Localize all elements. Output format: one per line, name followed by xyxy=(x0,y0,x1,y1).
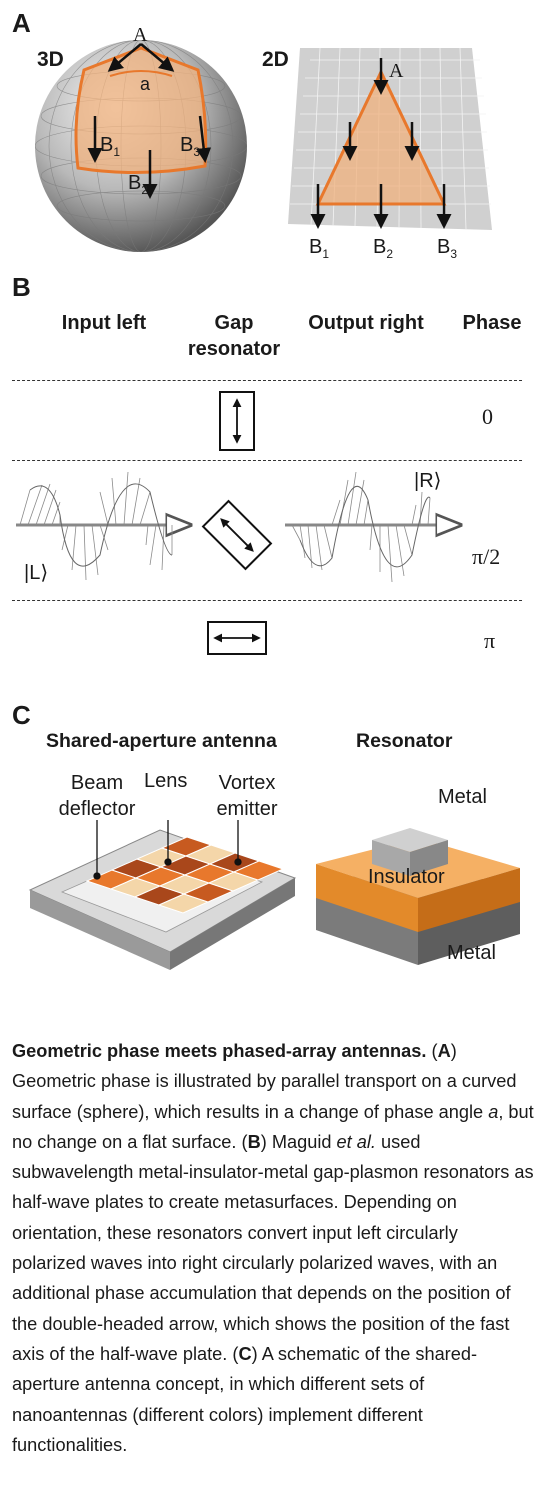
flat-label-b2: B2 xyxy=(373,236,394,261)
beam-deflector-label: Beam deflector xyxy=(58,772,136,820)
caption-title: Geometric phase meets phased-array anten… xyxy=(12,1041,427,1061)
right-polarized-wave xyxy=(285,471,460,583)
vortex-emitter-label: Vortex emitter xyxy=(216,772,278,820)
sphere-angle-label: a xyxy=(140,74,151,94)
flat-grid xyxy=(288,47,492,230)
flat-label-a: A xyxy=(389,60,404,82)
resonator-stack xyxy=(316,828,520,965)
resonator-vertical xyxy=(219,391,255,451)
resonator-diagonal xyxy=(201,499,273,571)
lens-label: Lens xyxy=(144,770,188,792)
sphere-label-a: A xyxy=(133,24,148,46)
leader-lines xyxy=(93,820,242,880)
left-state-label: |L⟩ xyxy=(24,562,49,584)
panel-b-letter: B xyxy=(12,272,31,302)
resonator-title: Resonator xyxy=(356,730,453,752)
row-divider xyxy=(12,460,522,461)
phase-value-0: 0 xyxy=(482,404,493,429)
sphere-label-b2: B2 xyxy=(128,172,149,197)
sphere-label-b1: B1 xyxy=(100,134,121,159)
figure-caption: Geometric phase meets phased-array anten… xyxy=(12,1041,534,1455)
antenna-title: Shared-aperture antenna xyxy=(46,730,277,752)
phase-value-pi-half: π/2 xyxy=(472,544,501,569)
phase-value-pi: π xyxy=(484,628,496,653)
flat-label-b1: B1 xyxy=(309,236,330,261)
panel-c-letter: C xyxy=(12,700,31,730)
resonator-horizontal xyxy=(207,621,267,655)
column-header-output: Output right xyxy=(308,312,424,334)
panel-b-figure xyxy=(16,391,541,655)
sphere-label-b3: B3 xyxy=(180,134,201,159)
right-state-label: |R⟩ xyxy=(414,470,442,492)
column-header-input: Input left xyxy=(61,312,147,334)
flat-label-b3: B3 xyxy=(437,236,458,261)
panel-a-figure xyxy=(35,40,492,252)
metal-top-label: Metal xyxy=(438,786,487,808)
left-polarized-wave xyxy=(16,471,190,581)
panel-a-letter: A xyxy=(12,8,31,38)
panel-c-figure xyxy=(28,820,520,970)
row-divider xyxy=(12,600,522,601)
sphere xyxy=(35,40,247,252)
metal-bottom-label: Metal xyxy=(447,942,496,964)
row-divider xyxy=(12,380,522,381)
column-header-gap: Gap resonator xyxy=(187,312,281,360)
insulator-label: Insulator xyxy=(368,866,445,888)
sphere-title: 3D xyxy=(37,48,64,71)
flat-title: 2D xyxy=(262,48,289,71)
column-header-phase: Phase xyxy=(462,312,522,334)
